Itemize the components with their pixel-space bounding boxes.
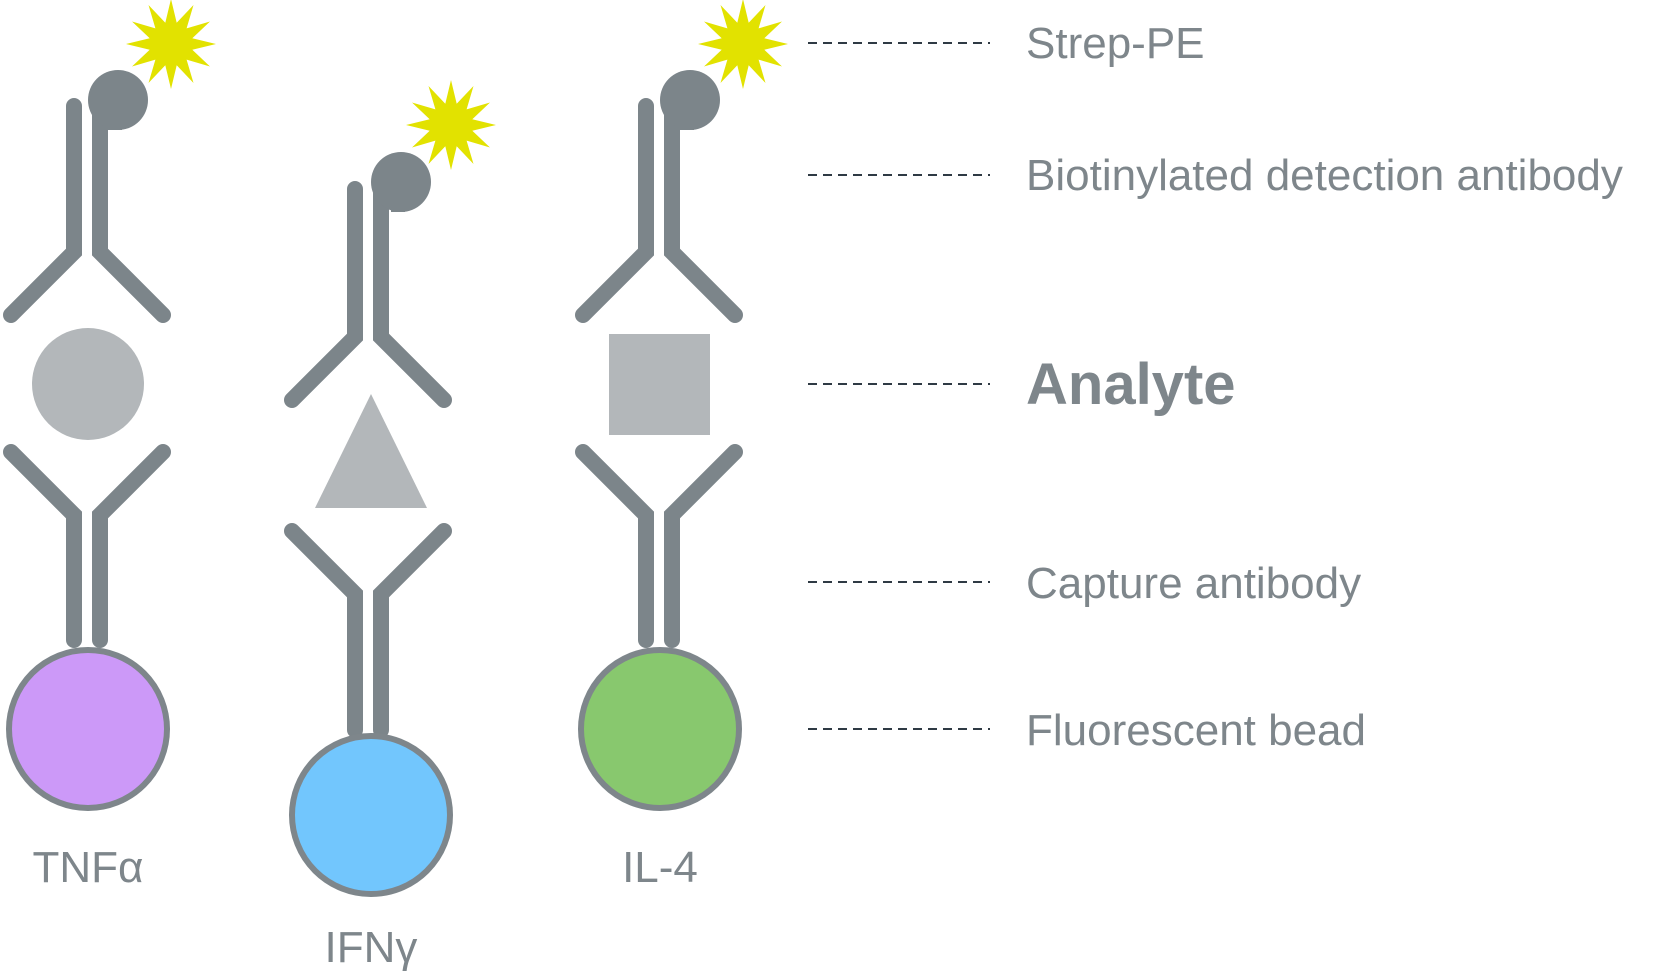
capture-antibody — [3, 444, 171, 648]
analyte-triangle — [315, 394, 427, 508]
analyte-circle — [32, 328, 144, 440]
assay-il4: IL-4 — [575, 0, 788, 892]
assay-label: IL-4 — [622, 843, 698, 892]
biotin-icon — [88, 70, 148, 130]
capture-antibody — [575, 444, 743, 648]
strep-pe-star — [126, 0, 216, 89]
assay-tnfa: TNFα — [3, 0, 216, 892]
legend-capture-antibody: Capture antibody — [1026, 559, 1361, 608]
analyte-square — [609, 334, 710, 435]
legend-detection-antibody: Biotinylated detection antibody — [1026, 151, 1623, 200]
detection-antibody — [284, 152, 452, 408]
detection-antibody — [3, 70, 171, 323]
fluorescent-bead — [6, 647, 170, 811]
fluorescent-bead — [578, 647, 742, 811]
star-icon — [698, 0, 788, 89]
legend: Strep-PE Biotinylated detection antibody… — [808, 19, 1623, 755]
legend-bead: Fluorescent bead — [1026, 706, 1366, 755]
star-icon — [406, 80, 496, 170]
strep-pe-star — [406, 80, 496, 170]
legend-strep-pe: Strep-PE — [1026, 19, 1205, 68]
legend-analyte: Analyte — [1026, 352, 1236, 417]
assay-label: TNFα — [33, 843, 144, 892]
capture-antibody — [284, 523, 452, 738]
biotin-icon — [371, 152, 431, 212]
star-icon — [126, 0, 216, 89]
biotin-icon — [660, 70, 720, 130]
detection-antibody — [575, 70, 743, 323]
assay-ifng: IFNγ — [284, 80, 496, 972]
fluorescent-bead — [289, 733, 453, 897]
assay-label: IFNγ — [325, 923, 418, 972]
strep-pe-star — [698, 0, 788, 89]
